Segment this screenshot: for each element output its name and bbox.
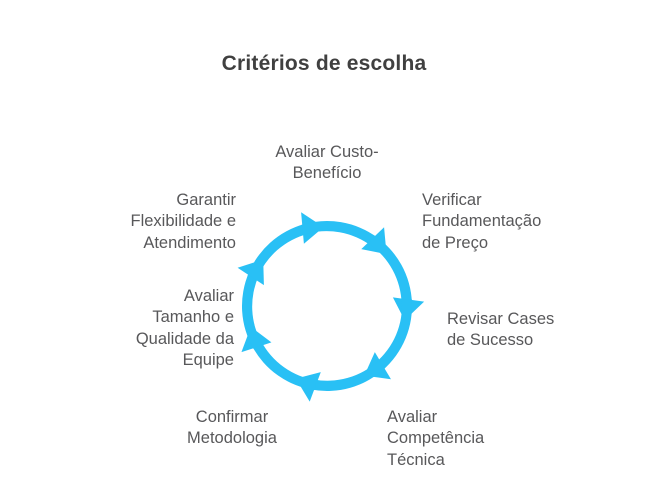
arrow-group <box>204 185 440 425</box>
page-title: Critérios de escolha <box>221 52 427 75</box>
cycle-step-label-7: Garantir Flexibilidade e Atendimento <box>130 191 236 252</box>
cycle-step-label-3: Revisar Cases de Sucesso <box>447 310 555 350</box>
cycle-arrow-2 <box>298 185 399 287</box>
cycle-step-label-1: Avaliar Custo- Benefício <box>275 143 379 183</box>
cycle-arrow-ring <box>204 185 440 425</box>
cycle-step-label-5: Confirmar Metodologia <box>187 408 277 448</box>
cycle-step-label-4: Avaliar Competência Técnica <box>387 408 485 469</box>
cycle-step-label-6: Avaliar Tamanho e Qualidade da Equipe <box>135 287 234 370</box>
cycle-step-label-2: Verificar Fundamentação de Preço <box>422 191 542 252</box>
